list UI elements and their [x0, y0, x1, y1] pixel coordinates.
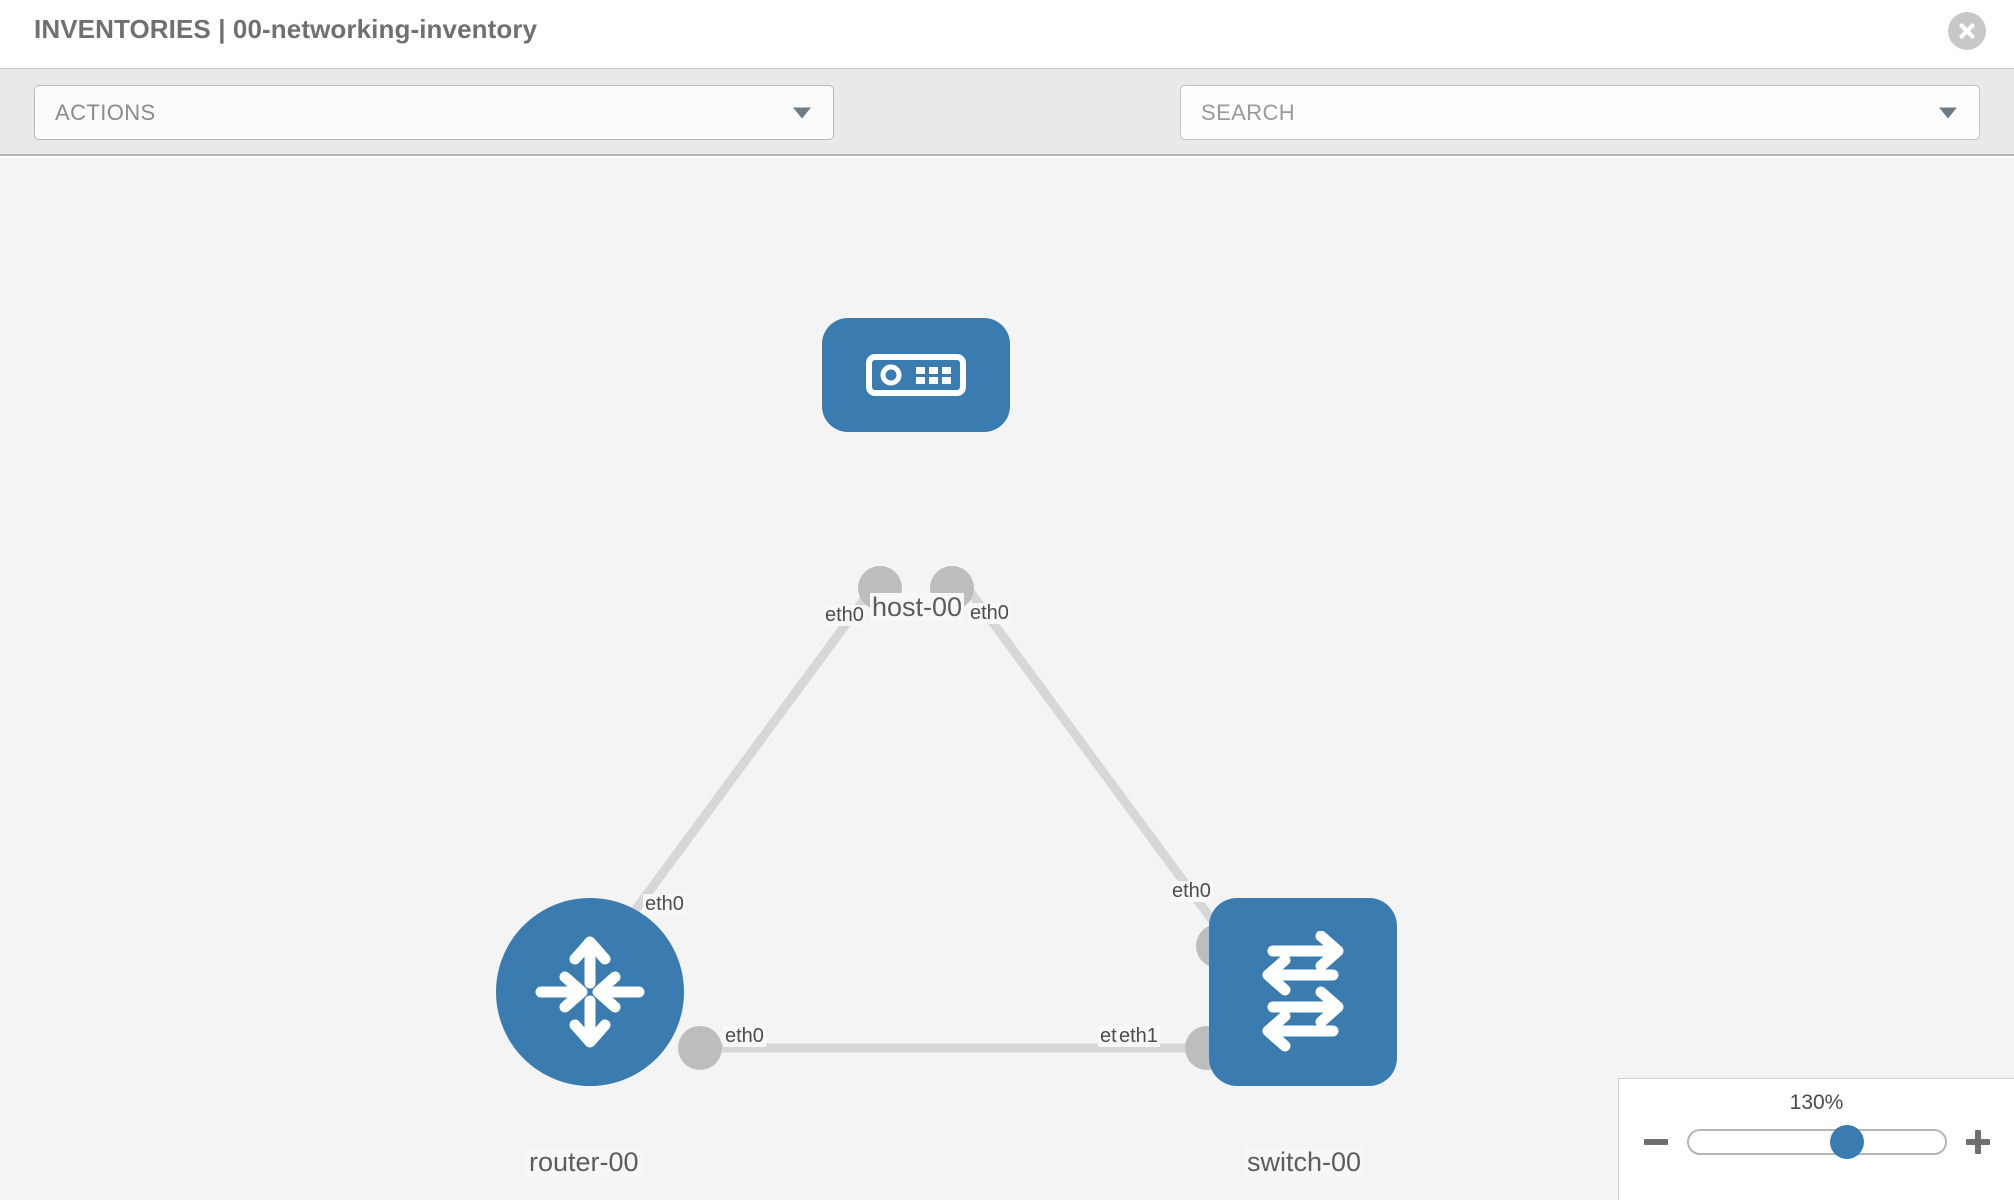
switch-arrows-icon [1262, 931, 1344, 1052]
actions-dropdown-label: ACTIONS [55, 99, 156, 125]
page-header: INVENTORIES | 00-networking-inventory [0, 0, 2014, 68]
zoom-control-panel: 130% [1618, 1078, 2014, 1200]
actions-dropdown[interactable]: ACTIONS [34, 85, 834, 140]
topology-canvas[interactable]: eth0 eth0 eth0 eth0 eth0 eth eth1 host-0… [0, 158, 2014, 1200]
search-placeholder: SEARCH [1201, 99, 1296, 125]
server-icon [866, 354, 966, 396]
port-router-right[interactable] [678, 1026, 722, 1070]
topology-node-switch-00[interactable] [1209, 898, 1397, 1086]
topology-node-router-00[interactable] [496, 898, 684, 1086]
port-label-router-right: eth0 [723, 1025, 766, 1047]
search-input[interactable]: SEARCH [1180, 85, 1980, 140]
topology-edges [596, 566, 1244, 1053]
node-label-host-00: host-00 [870, 592, 965, 622]
zoom-out-button[interactable] [1641, 1127, 1671, 1157]
port-label-switch-left-b: eth1 [1117, 1025, 1160, 1047]
toolbar: ACTIONS SEARCH [0, 68, 2014, 195]
zoom-percent-label: 130% [1789, 1091, 1844, 1114]
router-arrows-icon [535, 936, 645, 1048]
chevron-down-icon[interactable] [1939, 107, 1957, 118]
port-label-router-up: eth0 [643, 893, 686, 915]
port-label-switch-up: eth0 [1170, 880, 1213, 902]
port-label-host-right: eth0 [968, 602, 1011, 624]
topology-node-host-00[interactable] [822, 318, 1010, 432]
page-title: INVENTORIES | 00-networking-inventory [34, 14, 538, 44]
close-icon[interactable] [1948, 12, 1986, 50]
zoom-slider-thumb[interactable] [1830, 1125, 1865, 1159]
zoom-slider[interactable] [1686, 1125, 1947, 1159]
port-label-host-left: eth0 [823, 604, 866, 626]
node-label-router-00: router-00 [527, 1147, 641, 1177]
chevron-down-icon [793, 107, 811, 118]
zoom-in-button[interactable] [1963, 1127, 1993, 1157]
node-label-switch-00: switch-00 [1245, 1147, 1364, 1177]
